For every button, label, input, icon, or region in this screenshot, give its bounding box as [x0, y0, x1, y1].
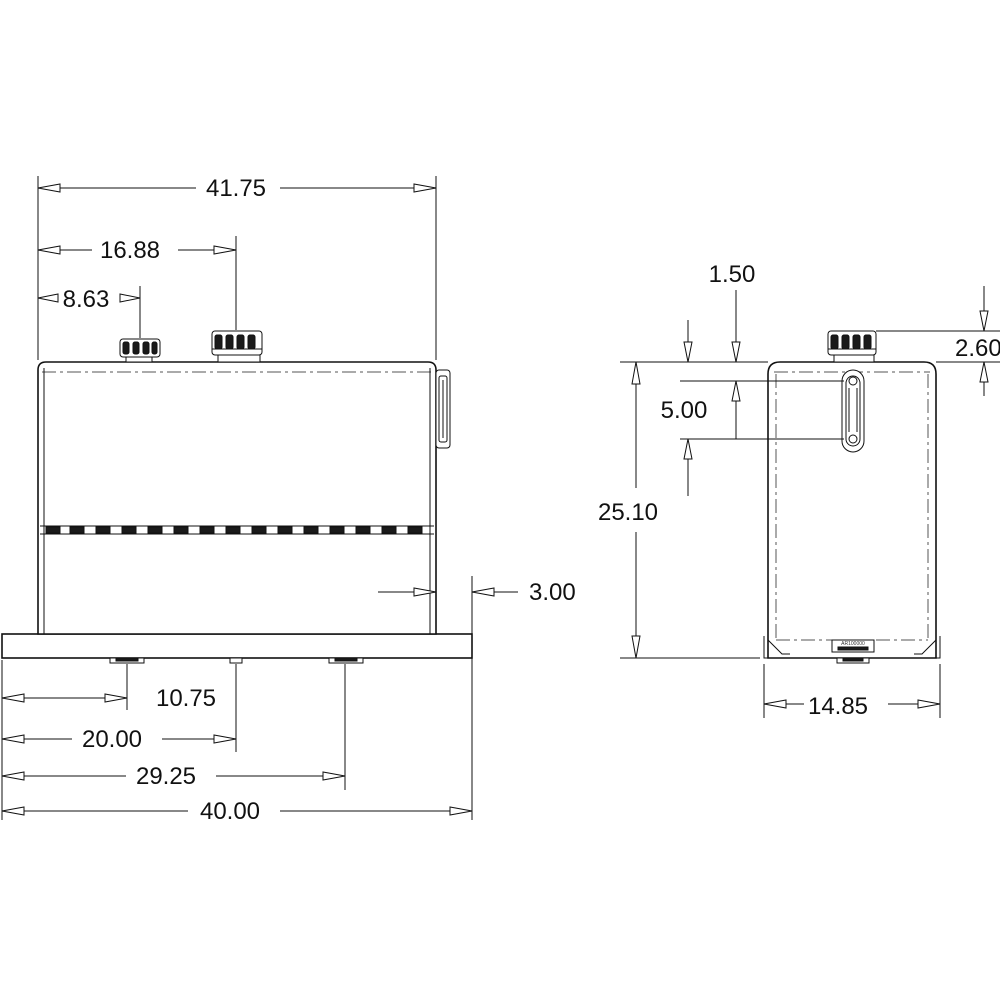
front-sight-gauge [435, 369, 451, 449]
side-view: AR100000 [598, 261, 1000, 720]
dim-label-filler-neck-2-offset: 16.88 [100, 237, 160, 264]
front-view: 41.75 16.88 8.63 3.00 [1, 175, 576, 825]
dim-label-base-length: 40.00 [200, 798, 260, 825]
dim-label-overall-width: 41.75 [206, 175, 266, 202]
dim-overall-width: 41.75 [37, 175, 437, 202]
filler-neck-2 [211, 330, 263, 363]
dim-mount-offset: 3.00 [378, 579, 576, 606]
front-base-plate [1, 633, 473, 659]
side-sight-gauge [841, 369, 865, 453]
side-base-feet [763, 636, 941, 659]
dim-label-mount-offset: 3.00 [529, 579, 576, 606]
dim-label-neck-edge-offset: 1.50 [709, 261, 756, 288]
dim-fitting-3-offset: 29.25 [1, 763, 346, 790]
dim-neck-height: 2.60 [955, 286, 1000, 396]
dim-label-fitting-1-offset: 10.75 [156, 685, 216, 712]
side-extension-lines [620, 330, 1000, 718]
front-extension-lines [1, 176, 473, 820]
dim-neck-edge-offset: 1.50 [683, 261, 756, 363]
dim-sight-gauge-length: 5.00 [661, 380, 741, 496]
dim-label-fitting-3-offset: 29.25 [136, 763, 196, 790]
front-tank-body [37, 361, 437, 635]
dim-fitting-1-offset: 10.75 [1, 685, 216, 712]
side-data-plate-text: AR100000 [841, 641, 865, 647]
dim-label-filler-neck-1-offset: 8.63 [63, 286, 110, 313]
dim-label-base-width: 14.85 [808, 693, 868, 720]
side-filler-neck [827, 330, 877, 363]
dim-filler-neck-1-offset: 8.63 [37, 286, 141, 313]
dim-label-overall-height: 25.10 [598, 499, 658, 526]
dim-base-width: 14.85 [763, 693, 941, 720]
dim-label-neck-height: 2.60 [955, 335, 1000, 362]
side-tank-body [767, 361, 937, 659]
dim-base-length: 40.00 [1, 798, 473, 825]
dim-fitting-2-offset: 20.00 [1, 726, 237, 753]
dim-filler-neck-2-offset: 16.88 [37, 237, 237, 264]
bottom-fittings [109, 657, 364, 664]
side-bottom-fitting-nut [842, 657, 864, 662]
dim-label-sight-gauge-length: 5.00 [661, 397, 708, 424]
filler-neck-1 [119, 338, 161, 363]
dim-label-fitting-2-offset: 20.00 [82, 726, 142, 753]
side-data-plate: AR100000 [831, 639, 875, 653]
front-seam [40, 525, 434, 535]
dim-overall-height: 25.10 [598, 361, 658, 659]
